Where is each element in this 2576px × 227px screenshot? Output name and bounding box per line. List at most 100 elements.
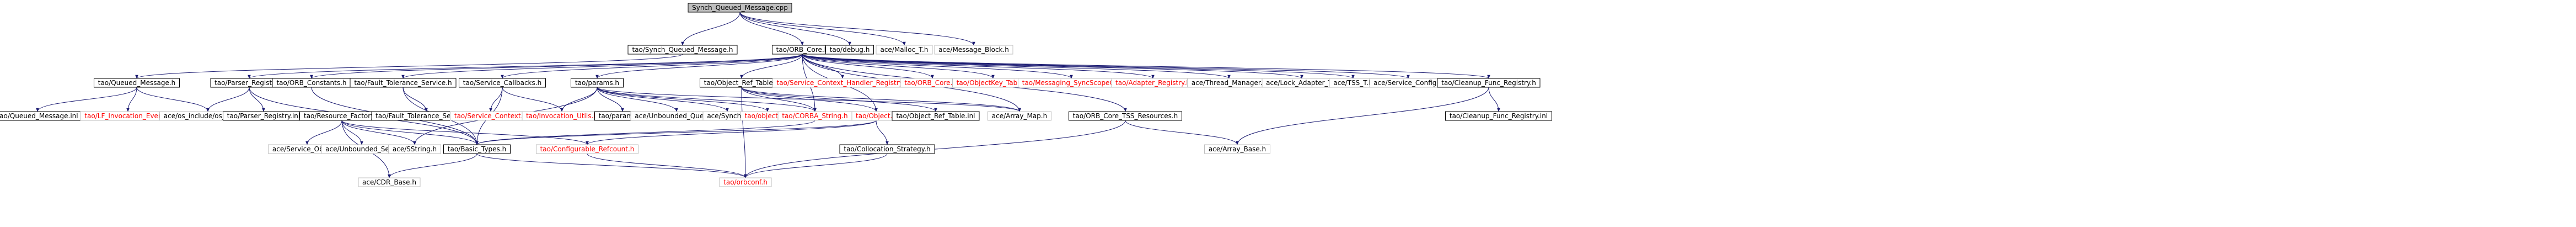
include-edge-qm_h-to-os_stddef_h <box>136 87 210 112</box>
node-object-h[interactable]: tao/Object.h <box>851 111 901 121</box>
node-label: ace/TSS_T.h <box>1333 79 1372 87</box>
node-label: tao/Object_Ref_Table.h <box>704 79 779 87</box>
node-label: tao/Object.h <box>856 112 897 120</box>
include-edges <box>36 12 1500 178</box>
node-label: tao/ORB_Core.h <box>776 46 829 54</box>
node-obj-ref-table-h[interactable]: tao/Object_Ref_Table.h <box>700 78 783 88</box>
node-label: tao/params.h <box>575 79 619 87</box>
node-sqm-h[interactable]: tao/Synch_Queued_Message.h <box>627 45 738 55</box>
node-label: tao/Messaging_SyncScopeC.h <box>1022 79 1121 87</box>
node-basic-types-h[interactable]: tao/Basic_Types.h <box>443 144 511 154</box>
node-adapter-reg-h[interactable]: tao/Adapter_Registry.h <box>1111 78 1195 88</box>
node-unbounded-set-h[interactable]: ace/Unbounded_Set.h <box>321 144 402 154</box>
node-msg-syncscope-h[interactable]: tao/Messaging_SyncScopeC.h <box>1018 78 1125 88</box>
include-edge-orb_core_h-to-svc_cb_h <box>501 54 803 79</box>
node-configurable-refcount-h[interactable]: tao/Configurable_Refcount.h <box>536 144 638 154</box>
node-label: ace/Synch.h <box>707 112 747 120</box>
node-root: Synch_Queued_Message.cpp <box>688 3 792 13</box>
node-svc-context-h[interactable]: tao/Service_Context.h <box>450 111 532 121</box>
node-box <box>1437 78 1541 88</box>
node-label: tao/debug.h <box>830 46 870 54</box>
node-svc-config-h[interactable]: ace/Service_Config.h <box>1369 78 1447 88</box>
node-qm-inl[interactable]: tao/Queued_Message.inl <box>0 111 83 121</box>
node-lock-adapter-h[interactable]: ace/Lock_Adapter_T.h <box>1262 78 1342 88</box>
include-edge-object_h-to-collocation_strategy_h <box>876 120 889 145</box>
node-label: tao/Resource_Factory.h <box>304 112 380 120</box>
node-parser-reg-inl[interactable]: tao/Parser_Registry.inl <box>223 111 304 121</box>
node-qm-h[interactable]: tao/Queued_Message.h <box>94 78 180 88</box>
node-msg-block-h[interactable]: ace/Message_Block.h <box>934 45 1013 55</box>
node-array-map-h[interactable]: ace/Array_Map.h <box>988 111 1051 121</box>
include-edge-orb_core_h-to-objkey_table_h <box>802 54 995 79</box>
include-edge-obj_ref_table_h-to-object_h <box>741 87 878 112</box>
node-label: tao/Adapter_Registry.h <box>1115 79 1190 87</box>
node-params-h[interactable]: tao/params.h <box>571 78 624 88</box>
node-box <box>688 3 792 13</box>
node-label: tao/Service_Context_Handler_Registry.h <box>777 79 909 87</box>
node-label: ace/Thread_Manager.h <box>1192 79 1266 87</box>
node-debug-h[interactable]: tao/debug.h <box>825 45 874 55</box>
node-thread-mgr-h[interactable]: ace/Thread_Manager.h <box>1187 78 1271 88</box>
node-label: tao/orbconf.h <box>723 178 768 186</box>
node-lf-event-h[interactable]: tao/LF_Invocation_Event.h <box>80 111 176 121</box>
node-box <box>825 45 874 55</box>
node-corba-string-h[interactable]: tao/CORBA_String.h <box>777 111 852 121</box>
node-cleanup-reg-h[interactable]: tao/Cleanup_Func_Registry.h <box>1437 78 1541 88</box>
node-orb-constants-h[interactable]: tao/ORB_Constants.h <box>272 78 351 88</box>
node-sstring-h[interactable]: ace/SString.h <box>388 144 441 154</box>
node-label: ace/CDR_Base.h <box>362 178 416 186</box>
node-array-base-h[interactable]: ace/Array_Base.h <box>1204 144 1270 154</box>
node-label: tao/Configurable_Refcount.h <box>540 145 635 153</box>
node-orbconf-h[interactable]: tao/orbconf.h <box>719 177 772 187</box>
node-box <box>94 78 180 88</box>
node-obj-ref-table-inl[interactable]: tao/Object_Ref_Table.inl <box>892 111 980 121</box>
node-label: tao/ORB_Constants.h <box>276 79 346 87</box>
include-edge-root-to-sqm_h <box>681 12 740 46</box>
node-svc-cb-h[interactable]: tao/Service_Callbacks.h <box>459 78 546 88</box>
node-objkey-table-h[interactable]: tao/ObjectKey_Table.h <box>952 78 1034 88</box>
node-box <box>876 45 933 55</box>
include-edge-object_h-to-basic_types_h <box>475 120 877 145</box>
include-edge-orb_core_h-to-orb_core_inl <box>802 54 934 79</box>
include-edge-root-to-malloc_t_h <box>739 12 906 46</box>
node-label: tao/Service_Callbacks.h <box>463 79 541 87</box>
node-sch-reg-h[interactable]: tao/Service_Context_Handler_Registry.h <box>772 78 913 88</box>
node-box <box>719 177 772 187</box>
node-fts-h[interactable]: tao/Fault_Tolerance_Service.h <box>350 78 457 88</box>
node-collocation-strategy-h[interactable]: tao/Collocation_Strategy.h <box>839 144 935 154</box>
include-edge-res_factory_h-to-unbounded_set_h <box>341 120 363 145</box>
node-tss-t-h[interactable]: ace/TSS_T.h <box>1329 78 1377 88</box>
node-cdr-base-h[interactable]: ace/CDR_Base.h <box>358 177 421 187</box>
include-edge-orb_core_h-to-cleanup_reg_h <box>802 54 1490 79</box>
node-box <box>988 111 1051 121</box>
node-unbounded-queue-h[interactable]: ace/Unbounded_Queue.h <box>630 111 723 121</box>
node-box <box>350 78 457 88</box>
include-edge-parser_reg_h-to-parser_reg_inl <box>249 87 265 112</box>
node-orb-core-inl[interactable]: tao/ORB_Core.inl <box>900 78 965 88</box>
include-edge-orb_core_h-to-msg_syncscope_h <box>802 54 1073 79</box>
include-edge-obj_ref_table_h-to-orbconf_h <box>741 87 747 178</box>
include-edge-params_h-to-inv_utils_h <box>560 87 598 112</box>
include-nodes: Synch_Queued_Message.cpp tao/Synch_Queued… <box>0 3 1552 187</box>
node-label: tao/ObjectKey_Table.h <box>957 79 1030 87</box>
include-edge-fts_h-to-fts_inl <box>402 87 428 112</box>
node-label: ace/Unbounded_Queue.h <box>635 112 718 120</box>
include-edge-orb_core_h-to-orb_constants_h <box>310 54 803 79</box>
include-edge-orb_core_h-to-adapter_reg_h <box>802 54 1155 79</box>
node-res-factory-h[interactable]: tao/Resource_Factory.h <box>299 111 384 121</box>
node-label: tao/Invocation_Utils.h <box>526 112 598 120</box>
include-edge-orb_core_h-to-lock_adapter_h <box>802 54 1303 79</box>
include-edge-params_h-to-params_inl <box>597 87 624 112</box>
include-edge-orb_core_tss_h-to-orbconf_h <box>744 120 1126 178</box>
node-inv-utils-h[interactable]: tao/Invocation_Utils.h <box>522 111 602 121</box>
include-edge-cleanup_reg_h-to-cleanup_reg_inl <box>1488 87 1500 112</box>
node-malloc-t-h[interactable]: ace/Malloc_T.h <box>876 45 933 55</box>
node-label: tao/Queued_Message.h <box>98 79 176 87</box>
node-cleanup-reg-inl[interactable]: tao/Cleanup_Func_Registry.inl <box>1445 111 1552 121</box>
node-label: tao/Collocation_Strategy.h <box>844 145 930 153</box>
include-edge-basic_types_h-to-orbconf_h <box>476 153 747 178</box>
include-edge-parser_reg_h-to-os_stddef_h <box>206 87 250 112</box>
node-orb-core-tss-h[interactable]: tao/ORB_Core_TSS_Resources.h <box>1069 111 1182 121</box>
node-orb-core-h[interactable]: tao/ORB_Core.h <box>772 45 833 55</box>
